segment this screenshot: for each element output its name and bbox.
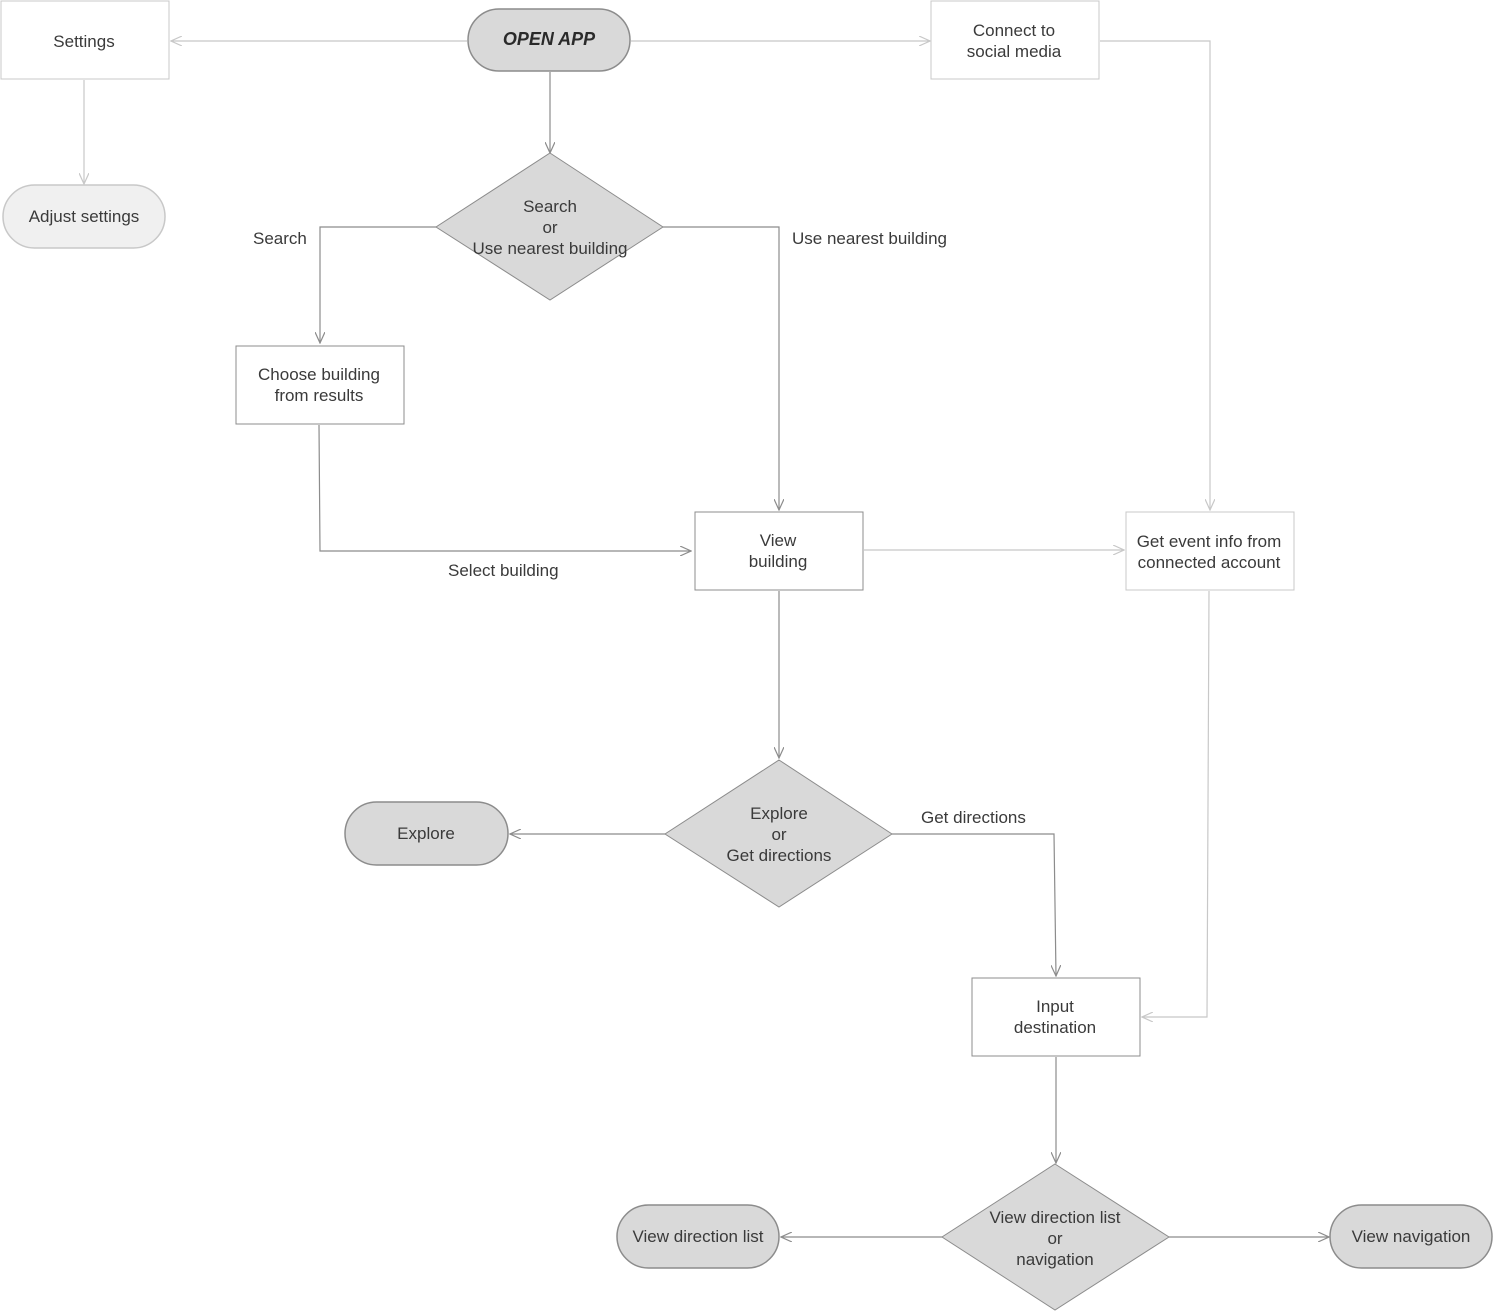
edge-connect-event <box>1100 40 1210 510</box>
edge-search-view <box>663 226 779 510</box>
search-decision: Search or Use nearest building <box>435 152 664 301</box>
view-direction-list-terminal: View direction list <box>616 1204 780 1269</box>
connect-social-line2: social media <box>967 42 1062 61</box>
view-navigation-label: View navigation <box>1352 1227 1471 1246</box>
edge-label-get-directions: Get directions <box>921 808 1026 827</box>
explore-decision-line3: Get directions <box>727 846 832 865</box>
choose-building-box: Choose building from results <box>235 345 405 425</box>
choose-building-line1: Choose building <box>258 365 380 384</box>
search-decision-line3: Use nearest building <box>473 239 628 258</box>
start-label: OPEN APP <box>503 29 596 49</box>
adjust-settings-label: Adjust settings <box>29 207 140 226</box>
connectors <box>84 41 1329 1237</box>
connect-social-line1: Connect to <box>973 21 1055 40</box>
explore-label: Explore <box>397 824 455 843</box>
view-direction-list-label: View direction list <box>632 1227 763 1246</box>
input-destination-box: Input destination <box>971 977 1141 1057</box>
explore-decision-line2: or <box>771 825 786 844</box>
view-decision-line1: View direction list <box>989 1208 1120 1227</box>
view-decision: View direction list or navigation <box>941 1163 1170 1311</box>
event-info-line1: Get event info from <box>1137 532 1282 551</box>
settings-box: Settings <box>0 0 170 80</box>
view-navigation-terminal: View navigation <box>1329 1204 1493 1269</box>
view-building-line1: View <box>760 531 797 550</box>
edge-choose-view <box>318 424 691 551</box>
edge-label-select-building: Select building <box>448 561 559 580</box>
connect-social-box: Connect to social media <box>930 0 1100 80</box>
adjust-settings-terminal: Adjust settings <box>2 184 166 249</box>
view-decision-line2: or <box>1047 1229 1062 1248</box>
settings-label: Settings <box>53 32 114 51</box>
event-info-box: Get event info from connected account <box>1125 511 1295 591</box>
search-decision-line1: Search <box>523 197 577 216</box>
explore-decision-line1: Explore <box>750 804 808 823</box>
view-building-line2: building <box>749 552 808 571</box>
explore-decision: Explore or Get directions <box>664 759 893 908</box>
explore-terminal: Explore <box>344 801 509 866</box>
event-info-line2: connected account <box>1138 553 1281 572</box>
edge-decision-input <box>892 833 1056 976</box>
edge-search-choose <box>320 226 436 343</box>
view-decision-line3: navigation <box>1016 1250 1094 1269</box>
start-terminal: OPEN APP <box>467 8 631 72</box>
search-decision-line2: or <box>542 218 557 237</box>
view-building-box: View building <box>694 511 864 591</box>
input-destination-line2: destination <box>1014 1018 1096 1037</box>
edge-event-input <box>1142 590 1210 1017</box>
input-destination-line1: Input <box>1036 997 1074 1016</box>
choose-building-line2: from results <box>275 386 364 405</box>
edge-label-search: Search <box>253 229 307 248</box>
edge-label-use-nearest: Use nearest building <box>792 229 947 248</box>
